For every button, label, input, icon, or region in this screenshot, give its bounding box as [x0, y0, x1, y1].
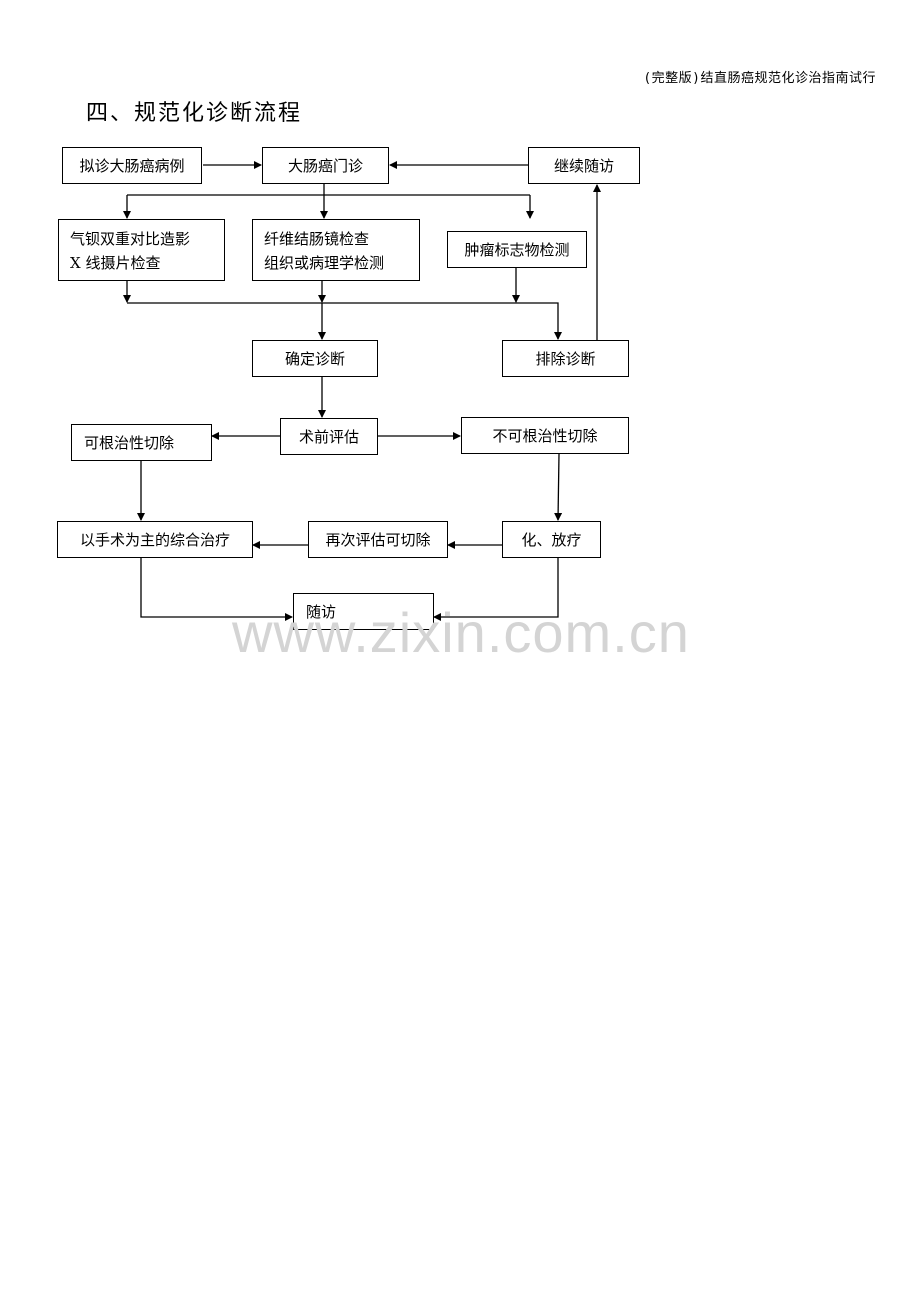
box-surgery-based-treatment: 以手术为主的综合治疗 — [57, 521, 253, 558]
colonoscopy-line-2: 组织或病理学检测 — [264, 254, 385, 272]
colonoscopy-line-1: 纤维结肠镜检查 — [264, 230, 370, 248]
watermark: www.zixin.com.cn — [232, 601, 690, 664]
box-colonoscopy-pathology: 纤维结肠镜检查 组织或病理学检测 — [252, 219, 420, 281]
box-chemo-radiotherapy: 化、放疗 — [502, 521, 601, 558]
box-follow-up: 随访 — [293, 593, 434, 630]
box-colorectal-clinic: 大肠癌门诊 — [262, 147, 389, 184]
box-non-radical-resection: 不可根治性切除 — [461, 417, 629, 454]
box-radical-resection: 可根治性切除 — [71, 424, 212, 461]
merge-line — [127, 302, 562, 340]
section-title: 四、规范化诊断流程 — [86, 101, 303, 126]
barium-line-1: 气钡双重对比造影 — [70, 230, 191, 248]
box-continue-follow-up: 继续随访 — [528, 147, 640, 184]
document-header: (完整版)结直肠癌规范化诊治指南试行 — [643, 71, 876, 86]
box-confirm-diagnosis: 确定诊断 — [252, 340, 378, 377]
box-barium-xray: 气钡双重对比造影 X 线摄片检查 — [58, 219, 225, 281]
barium-line-2: X 线摄片检查 — [70, 254, 161, 272]
box-exclude-diagnosis: 排除诊断 — [502, 340, 629, 377]
box-tumor-marker: 肿瘤标志物检测 — [447, 231, 587, 268]
box-preop-assessment: 术前评估 — [280, 418, 378, 455]
box-suspected-case: 拟诊大肠癌病例 — [62, 147, 202, 184]
box-reassess-resectable: 再次评估可切除 — [308, 521, 448, 558]
